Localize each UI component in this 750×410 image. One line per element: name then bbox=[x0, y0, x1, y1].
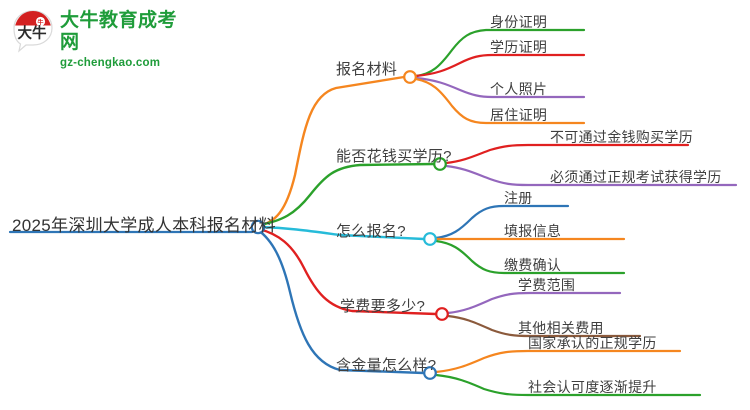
leaf-label-4-2[interactable]: 其他相关费用 bbox=[518, 320, 604, 336]
link-b4-leaf-1 bbox=[446, 291, 622, 315]
brand-url: gz-chengkao.com bbox=[60, 57, 161, 69]
site-logo: 牛 大牛 大牛教育成考网 gz-chengkao.com bbox=[10, 6, 195, 69]
brand-name: 大牛教育成考网 bbox=[60, 10, 178, 53]
root-node-circle[interactable] bbox=[250, 219, 266, 235]
branch-node-circle-5[interactable] bbox=[423, 366, 437, 380]
svg-text:大牛: 大牛 bbox=[18, 24, 47, 42]
leaf-label-1-4[interactable]: 居住证明 bbox=[490, 107, 548, 123]
leaf-label-1-2[interactable]: 学历证明 bbox=[490, 39, 548, 55]
branch-node-circle-4[interactable] bbox=[435, 307, 449, 321]
link-b5-leaf-1 bbox=[434, 349, 682, 374]
branch-label-5[interactable]: 含金量怎么样? bbox=[336, 357, 437, 374]
leaf-label-1-3[interactable]: 个人照片 bbox=[490, 81, 548, 97]
leaf-label-3-3[interactable]: 缴费确认 bbox=[504, 257, 562, 273]
svg-text:牛: 牛 bbox=[37, 18, 43, 26]
link-root-branch-2 bbox=[257, 162, 436, 227]
brand-text-block: 大牛教育成考网 gz-chengkao.com bbox=[60, 10, 195, 70]
link-b3-leaf-3 bbox=[434, 239, 626, 275]
daniu-logo-icon: 牛 大牛 bbox=[13, 10, 53, 53]
branch-label-1[interactable]: 报名材料 bbox=[336, 61, 398, 78]
branch-label-4[interactable]: 学费要多少? bbox=[340, 298, 426, 315]
link-b2-leaf-1 bbox=[444, 143, 690, 165]
leaf-label-3-2[interactable]: 填报信息 bbox=[504, 223, 562, 239]
leaf-label-1-1[interactable]: 身份证明 bbox=[490, 14, 548, 30]
leaf-label-2-2[interactable]: 必须通过正规考试获得学历 bbox=[550, 169, 722, 185]
branch-label-3[interactable]: 怎么报名? bbox=[336, 223, 406, 240]
link-b1-leaf-4 bbox=[414, 77, 586, 125]
branch-node-circle-2[interactable] bbox=[433, 157, 447, 171]
link-root-branch-1 bbox=[257, 75, 406, 228]
leaf-label-4-1[interactable]: 学费范围 bbox=[518, 277, 576, 293]
link-b1-leaf-3 bbox=[414, 76, 586, 99]
link-root-branch-3 bbox=[258, 225, 426, 241]
link-b3-leaf-1 bbox=[434, 204, 570, 240]
leaf-label-5-2[interactable]: 社会认可度逐渐提升 bbox=[528, 379, 657, 395]
link-root-branch-4 bbox=[257, 227, 438, 316]
leaf-label-2-1[interactable]: 不可通过金钱购买学历 bbox=[550, 129, 693, 145]
link-root-branch-5 bbox=[256, 228, 426, 375]
link-b2-leaf-2 bbox=[444, 164, 738, 187]
branch-node-circle-1[interactable] bbox=[403, 70, 417, 84]
root-label[interactable]: 2025年深圳大学成人本科报名材料 bbox=[12, 216, 276, 235]
link-b4-leaf-2 bbox=[446, 314, 642, 338]
link-b1-leaf-1 bbox=[414, 28, 586, 78]
branch-node-circle-3[interactable] bbox=[423, 232, 437, 246]
leaf-label-3-1[interactable]: 注册 bbox=[504, 190, 533, 206]
link-b1-leaf-2 bbox=[414, 53, 586, 78]
leaf-label-5-1[interactable]: 国家承认的正规学历 bbox=[528, 335, 657, 351]
branch-label-2[interactable]: 能否花钱买学历? bbox=[336, 148, 452, 165]
link-b5-leaf-2 bbox=[434, 373, 702, 397]
